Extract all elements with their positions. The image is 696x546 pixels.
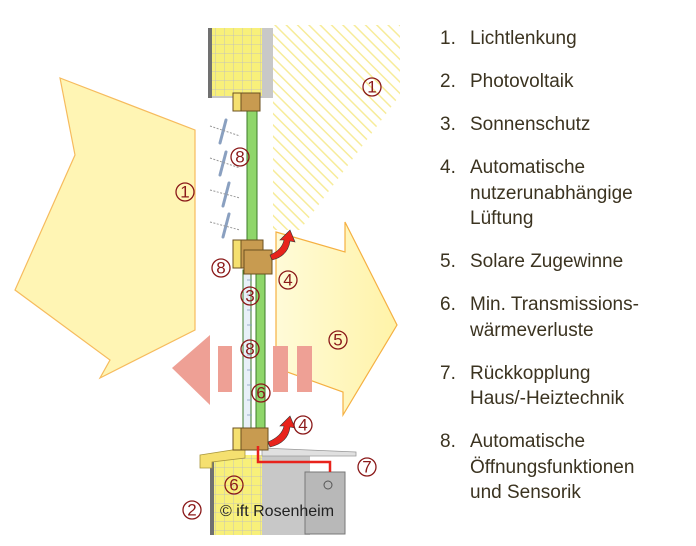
wall-top	[208, 28, 273, 98]
svg-text:5: 5	[333, 331, 342, 350]
marker-5: 5	[328, 330, 348, 350]
lower-glazing	[255, 269, 266, 431]
svg-text:8: 8	[235, 148, 244, 167]
louvre-rods	[209, 125, 241, 231]
window-sill	[261, 447, 357, 457]
marker-7: 7	[357, 457, 377, 477]
solar-gain-arrow	[275, 221, 398, 418]
marker-8-frame: 8	[211, 258, 231, 278]
heating-control-line	[256, 446, 332, 472]
upper-glazing	[246, 107, 258, 244]
marker-8-louvres: 8	[230, 147, 250, 167]
frame-middle	[232, 239, 273, 275]
svg-text:1: 1	[180, 183, 189, 202]
svg-text:6: 6	[256, 384, 265, 403]
legend-item-8: 8. Automatische Öffnungsfunktionen und Se…	[440, 429, 639, 506]
legend-text: Automatische Öffnungsfunktionen und Sens…	[470, 431, 635, 503]
legend-text: Automatische nutzerunabhängige Lüftung	[470, 157, 633, 229]
marker-4-lower: 4	[293, 415, 313, 435]
legend-number: 1.	[440, 28, 456, 49]
legend-text: Rückkopplung Haus/-Heiztechnik	[470, 362, 625, 410]
svg-text:8: 8	[245, 340, 254, 359]
svg-text:3: 3	[245, 287, 254, 306]
legend-item-4: 4. Automatische nutzerunabhängige Lüftung	[440, 155, 639, 232]
legend-number: 4.	[440, 157, 456, 178]
legend-item-6: 6. Min. Transmissions- wärmeverluste	[440, 292, 639, 343]
legend: 1. Lichtlenkung 2. Photovoltaik 3. Sonnensc…	[440, 26, 639, 523]
svg-text:7: 7	[362, 458, 371, 477]
legend-number: 7.	[440, 362, 456, 384]
ventilation-arrow-upper	[269, 229, 296, 261]
ventilation-arrow-lower	[267, 415, 296, 448]
marker-1-left: 1	[175, 182, 195, 202]
light-deflection-arrow-left	[14, 77, 196, 380]
heat-loss-arrow	[172, 335, 312, 405]
louvres	[218, 118, 231, 239]
legend-text: Photovoltaik	[470, 71, 574, 92]
marker-1-top-right: 1	[362, 77, 382, 97]
svg-text:4: 4	[298, 416, 307, 435]
marker-4-upper: 4	[278, 270, 298, 290]
frame-bottom	[232, 427, 269, 451]
legend-text: Lichtlenkung	[470, 28, 577, 49]
marker-6-glass: 6	[251, 383, 271, 403]
wall-bottom	[210, 455, 346, 535]
light-deflection-hatched-area	[273, 25, 400, 230]
legend-text: Solare Zugewinne	[470, 251, 624, 272]
legend-number: 8.	[440, 431, 456, 452]
legend-number: 2.	[440, 71, 456, 92]
svg-text:1: 1	[367, 78, 376, 97]
marker-2: 2	[182, 500, 202, 520]
legend-number: 6.	[440, 294, 456, 315]
svg-text:2: 2	[187, 501, 196, 520]
svg-text:6: 6	[229, 476, 238, 495]
legend-text: Min. Transmissions- wärmeverluste	[470, 294, 639, 341]
legend-number: 5.	[440, 251, 456, 272]
marker-3: 3	[240, 286, 260, 306]
marker-8-glass: 8	[240, 339, 260, 359]
svg-text:4: 4	[283, 271, 292, 290]
legend-item-3: 3. Sonnenschutz	[440, 112, 639, 138]
legend-number: 3.	[440, 114, 456, 135]
copyright: © ift Rosenheim	[220, 503, 334, 520]
facade-diagram: 1 1 8 8 4 3 5 8 6 4 7 6 2 © ift Rosenhei…	[14, 25, 400, 535]
legend-item-7: 7. Rückkopplung Haus/-Heiztechnik	[440, 361, 639, 412]
marker-6-wall: 6	[224, 475, 244, 495]
legend-item-2: 2. Photovoltaik	[440, 69, 639, 95]
legend-item-5: 5. Solare Zugewinne	[440, 249, 639, 275]
legend-item-1: 1. Lichtlenkung	[440, 26, 639, 52]
frame-top	[232, 92, 261, 112]
legend-text: Sonnenschutz	[470, 114, 591, 135]
svg-text:8: 8	[216, 259, 225, 278]
